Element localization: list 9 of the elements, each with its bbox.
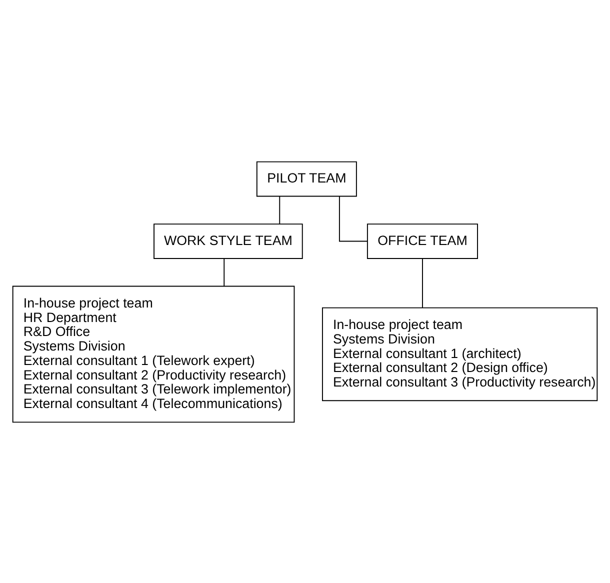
connector [338,195,368,242]
node-box: In-house project team HR Department R&D Office Systems Division External consultant 1 (Telework expert) External consultant 2 (Productivity research) External consultant 3 (Telework implementor) External consultant 4 (Telecommunications) [12,285,295,422]
connector [224,258,225,286]
node-box: In-house project team Systems Division External consultant 1 (architect) External consultant 2 (Design office) External consultant 3 (Productivity research) [322,306,598,401]
connector [279,195,280,224]
node-box: WORK STYLE TEAM [154,223,303,258]
connector [422,258,423,308]
node-box: OFFICE TEAM [366,223,478,258]
node-box: PILOT TEAM [256,160,357,196]
